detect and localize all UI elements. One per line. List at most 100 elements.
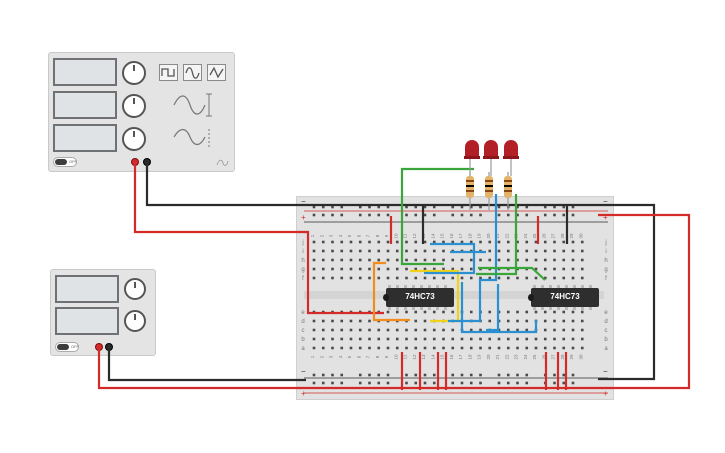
chip-pins-top [533, 285, 597, 288]
terminal-hole [525, 337, 529, 341]
terminal-hole [312, 276, 316, 280]
offset-knob[interactable] [122, 127, 146, 151]
row-letter: e [604, 310, 608, 316]
triangle-wave-button[interactable] [207, 64, 226, 81]
terminal-hole [414, 276, 418, 280]
dc-power-supply[interactable]: OFF [50, 269, 156, 356]
wire-blue[interactable] [424, 242, 476, 275]
led-red[interactable] [464, 140, 480, 176]
rail-hole [405, 381, 408, 385]
rail-hole [377, 213, 381, 217]
resistor[interactable] [466, 172, 474, 210]
terminal-hole [580, 337, 584, 341]
terminal-hole [405, 267, 408, 271]
column-number: 29 [569, 354, 574, 360]
terminal-hole [451, 310, 455, 314]
wire-red-fg-signal[interactable] [133, 162, 384, 315]
fg-power-switch[interactable]: OFF [53, 157, 77, 167]
rail-hole [368, 213, 371, 217]
wire-green[interactable] [400, 167, 474, 266]
terminal-hole [358, 319, 362, 323]
rail-hole [358, 205, 362, 209]
wire-blue[interactable] [460, 282, 538, 334]
wire-orange[interactable] [372, 261, 410, 322]
column-number: 1 [310, 234, 315, 237]
terminal-hole [377, 249, 381, 253]
terminal-hole [312, 319, 316, 323]
sine-wave-button[interactable] [183, 64, 202, 81]
led-red[interactable] [503, 140, 519, 176]
terminal-hole [321, 240, 325, 244]
terminal-hole [580, 249, 584, 253]
terminal-hole [506, 240, 510, 244]
rail-hole [553, 213, 556, 217]
terminal-hole [571, 276, 575, 280]
terminal-hole [358, 240, 362, 244]
resistor[interactable] [504, 172, 512, 210]
column-number: 24 [523, 354, 528, 360]
wire-green[interactable] [478, 266, 546, 281]
rail-hole [497, 381, 501, 385]
square-wave-button[interactable] [159, 64, 178, 81]
column-number: 6 [356, 234, 361, 237]
resistor[interactable] [485, 172, 493, 210]
voltage-knob[interactable] [124, 278, 146, 300]
amplitude-knob[interactable] [122, 94, 146, 118]
terminal-hole [368, 258, 371, 262]
terminal-hole [553, 310, 556, 314]
row-letter: h [301, 258, 304, 264]
wire-blue[interactable] [448, 194, 498, 323]
column-number: 2 [319, 234, 324, 237]
terminal-hole [571, 319, 575, 323]
terminal-hole [460, 267, 464, 271]
row-letter: h [604, 258, 607, 264]
terminal-hole [395, 258, 399, 262]
rail-hole [571, 205, 575, 209]
rail-hole [543, 213, 547, 217]
terminal-hole [405, 310, 408, 314]
column-number: 21 [495, 233, 500, 239]
frequency-knob[interactable] [122, 61, 146, 85]
ps-power-switch[interactable]: OFF [55, 342, 79, 352]
terminal-hole [312, 346, 316, 350]
rail-hole [423, 213, 427, 217]
rail-polarity-label: − [603, 197, 608, 206]
terminal-hole [497, 346, 501, 350]
rail-hole [497, 373, 501, 377]
terminal-hole [497, 240, 501, 244]
column-number: 14 [430, 233, 435, 239]
rail-hole [414, 373, 418, 377]
terminal-hole [562, 249, 566, 253]
led-red[interactable] [483, 140, 499, 176]
terminal-hole [423, 276, 427, 280]
terminal-hole [469, 328, 473, 332]
rail-hole [497, 205, 501, 209]
function-generator[interactable]: OFF [48, 52, 235, 172]
terminal-hole [580, 328, 584, 332]
row-letter: c [302, 328, 305, 334]
column-number: 19 [477, 233, 482, 239]
wire-black-fg-ground[interactable] [145, 162, 656, 381]
rail-hole [321, 213, 325, 217]
rail-hole [423, 373, 427, 377]
terminal-hole [395, 310, 399, 314]
terminal-hole [442, 258, 445, 262]
terminal-hole [525, 276, 529, 280]
terminal-hole [349, 249, 353, 253]
ic-chip-74hc73-1[interactable]: 74HC73 [383, 285, 454, 310]
wire-black-ps-ground[interactable] [107, 347, 306, 382]
terminal-hole [368, 276, 371, 280]
wire-yellow[interactable] [410, 269, 460, 323]
wire-red-ps-positive[interactable] [97, 213, 691, 390]
wire-blue[interactable] [486, 284, 500, 332]
wire-green[interactable] [476, 194, 518, 276]
terminal-hole [488, 337, 492, 341]
terminal-hole [534, 267, 538, 271]
rail-hole [331, 381, 334, 385]
rail-hole [469, 213, 473, 217]
current-knob[interactable] [124, 310, 146, 332]
ic-chip-74hc73-2[interactable]: 74HC73 [528, 285, 599, 310]
terminal-hole [386, 328, 390, 332]
rail-hole [386, 373, 390, 377]
